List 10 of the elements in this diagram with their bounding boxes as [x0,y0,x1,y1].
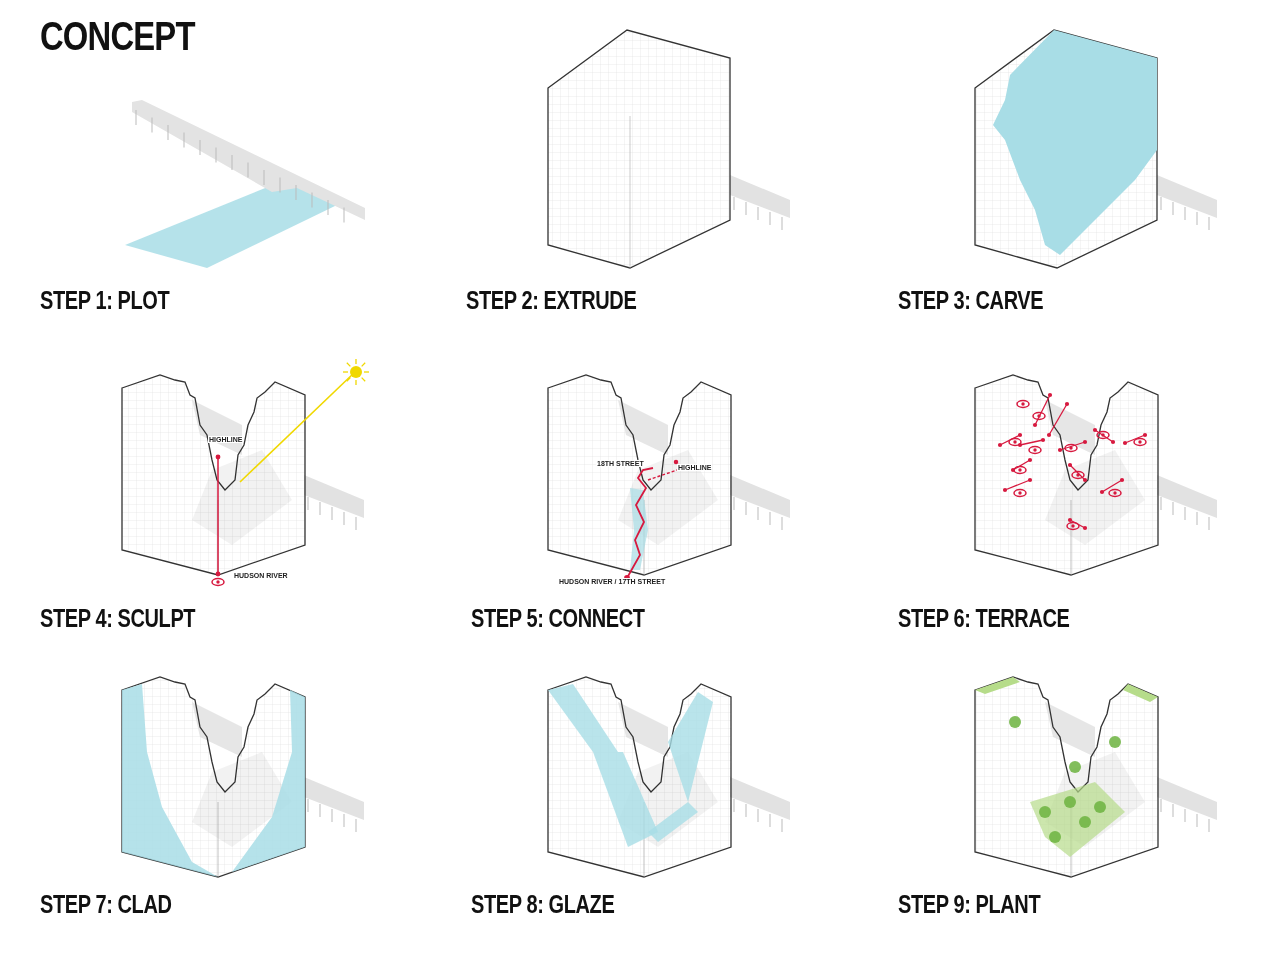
page-title: CONCEPT [40,14,195,59]
step-caption: STEP 7: CLAD [40,890,172,919]
step-caption: STEP 4: SCULPT [40,604,196,633]
step-caption: STEP 5: CONNECT [471,604,645,633]
step-caption: STEP 1: PLOT [40,286,170,315]
step-caption: STEP 9: PLANT [898,890,1041,919]
step-caption: STEP 8: GLAZE [471,890,615,919]
step-caption: STEP 6: TERRACE [898,604,1070,633]
step-caption: STEP 2: EXTRUDE [466,286,637,315]
step-caption: STEP 3: CARVE [898,286,1044,315]
